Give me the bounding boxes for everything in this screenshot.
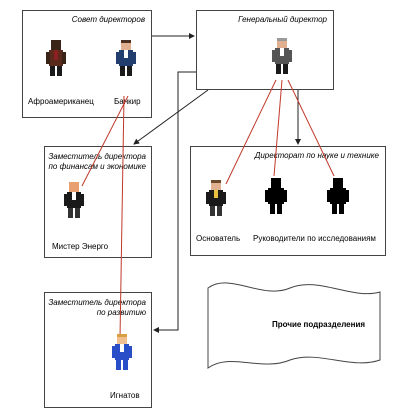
- finance-member-label: Мистер Энерго: [52, 242, 109, 251]
- board-member-afro-label: Афроамериканец: [28, 97, 94, 106]
- development-title-line1: Заместитель директора: [48, 298, 146, 307]
- finance-title-line2: по финансам и экономике: [48, 162, 146, 171]
- development-title-line2: по развитию: [96, 308, 146, 317]
- development-member-label: Игнатов: [110, 391, 140, 400]
- science-founder-label: Основатель: [196, 234, 241, 243]
- board-member-banker-label: Банкир: [114, 97, 141, 106]
- science-title: Директорат по науке и технике: [254, 151, 379, 160]
- finance-title-line1: Заместитель директора: [48, 152, 146, 161]
- board-title: Совет директоров: [71, 15, 145, 24]
- ceo-title: Генеральный директор: [238, 15, 327, 24]
- development-box: Заместитель директора по развитию: [44, 292, 152, 408]
- other-departments-label: Прочие подразделения: [272, 320, 366, 329]
- science-research-label: Руководители по исследованиям: [253, 234, 376, 243]
- ceo-box: Генеральный директор: [196, 10, 334, 90]
